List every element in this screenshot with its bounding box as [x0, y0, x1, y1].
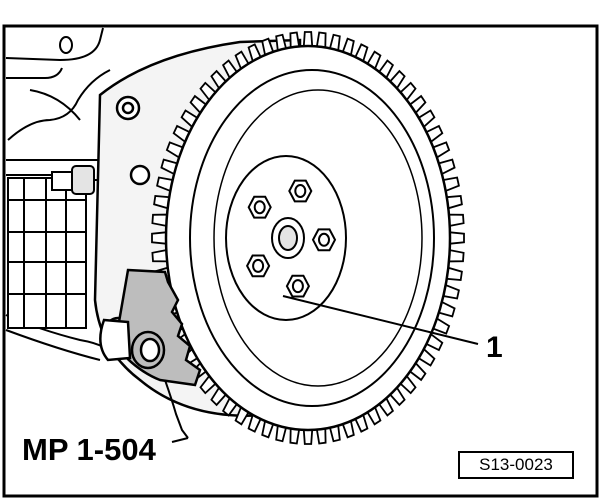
- locking-tool: [99, 268, 202, 387]
- gear-tooth: [289, 31, 301, 49]
- leader-line-tool: [164, 379, 189, 439]
- callout-label-bolt: 1: [486, 331, 503, 364]
- gear-tooth: [151, 249, 169, 263]
- ribbed-casting: [7, 177, 87, 329]
- flywheel-bolt-center: [294, 184, 307, 198]
- gear-tooth: [151, 213, 169, 227]
- gear-tooth: [302, 31, 314, 47]
- flywheel-bolts: [245, 179, 337, 298]
- gear-tooth: [448, 231, 465, 245]
- reference-code-box: S13-0023: [458, 451, 574, 479]
- sensor-bolt: [51, 165, 104, 195]
- flywheel-bolt-center: [318, 232, 330, 247]
- leader-line-1: [282, 295, 479, 345]
- flywheel-bolt-center: [252, 258, 265, 273]
- leader-lines: [164, 295, 479, 443]
- gear-tooth: [289, 427, 301, 445]
- flywheel-body: [164, 44, 452, 432]
- flywheel-bolt-center: [253, 200, 266, 215]
- flywheel-hub: [271, 217, 305, 259]
- gear-tooth: [302, 428, 314, 445]
- gear-tooth: [151, 231, 168, 245]
- callout-label-tool: MP 1-504: [22, 432, 156, 467]
- gear-tooth: [315, 31, 327, 49]
- gear-tooth: [447, 249, 465, 263]
- gear-tooth: [315, 427, 327, 445]
- flywheel-bolt-center: [291, 279, 304, 294]
- gear-tooth: [447, 213, 465, 227]
